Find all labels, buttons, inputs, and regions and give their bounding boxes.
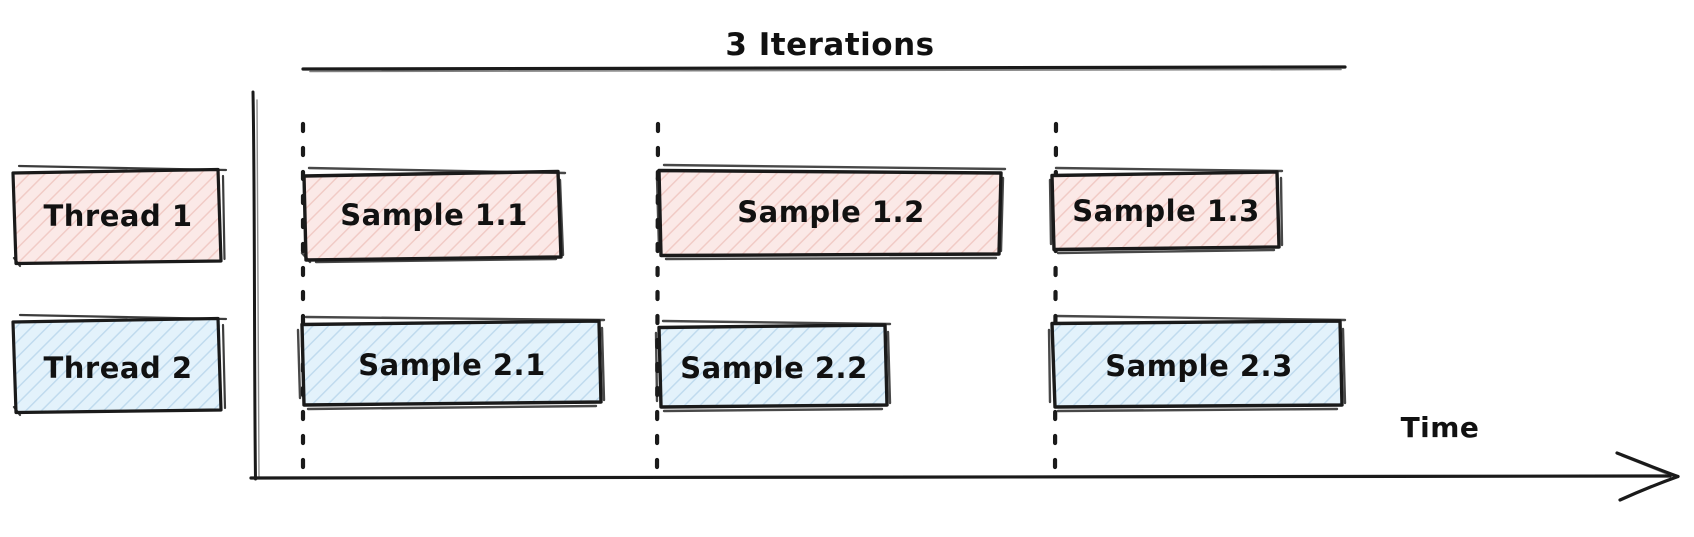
iteration-span-line — [301, 65, 1347, 73]
iteration-divider-2 — [654, 121, 661, 475]
sample-box-1-3 — [1048, 166, 1284, 255]
x-axis-time — [249, 451, 1680, 502]
time-axis-label: Time — [1401, 411, 1480, 444]
sample-box-2-1 — [296, 315, 606, 411]
sample-label-1-1: Sample 1.1 — [340, 198, 528, 232]
sample-label-2-1: Sample 2.1 — [358, 348, 546, 382]
sample-label-2-2: Sample 2.2 — [680, 351, 868, 385]
sample-label-1-3: Sample 1.3 — [1072, 194, 1260, 228]
iteration-title: 3 Iterations — [725, 27, 934, 63]
sample-box-2-2 — [654, 319, 892, 413]
y-axis — [251, 90, 260, 481]
lane-label-thread-2 — [11, 313, 228, 417]
lane-label-text-thread-2: Thread 2 — [44, 351, 193, 385]
sample-box-1-2 — [655, 163, 1007, 261]
sample-label-2-3: Sample 2.3 — [1105, 349, 1293, 383]
sample-box-1-1 — [300, 166, 567, 264]
iteration-divider-3 — [1052, 121, 1059, 475]
lane-label-thread-1 — [11, 164, 228, 268]
sample-label-1-2: Sample 1.2 — [737, 195, 925, 229]
sample-box-2-3 — [1047, 314, 1347, 413]
lane-label-text-thread-1: Thread 1 — [44, 199, 193, 233]
